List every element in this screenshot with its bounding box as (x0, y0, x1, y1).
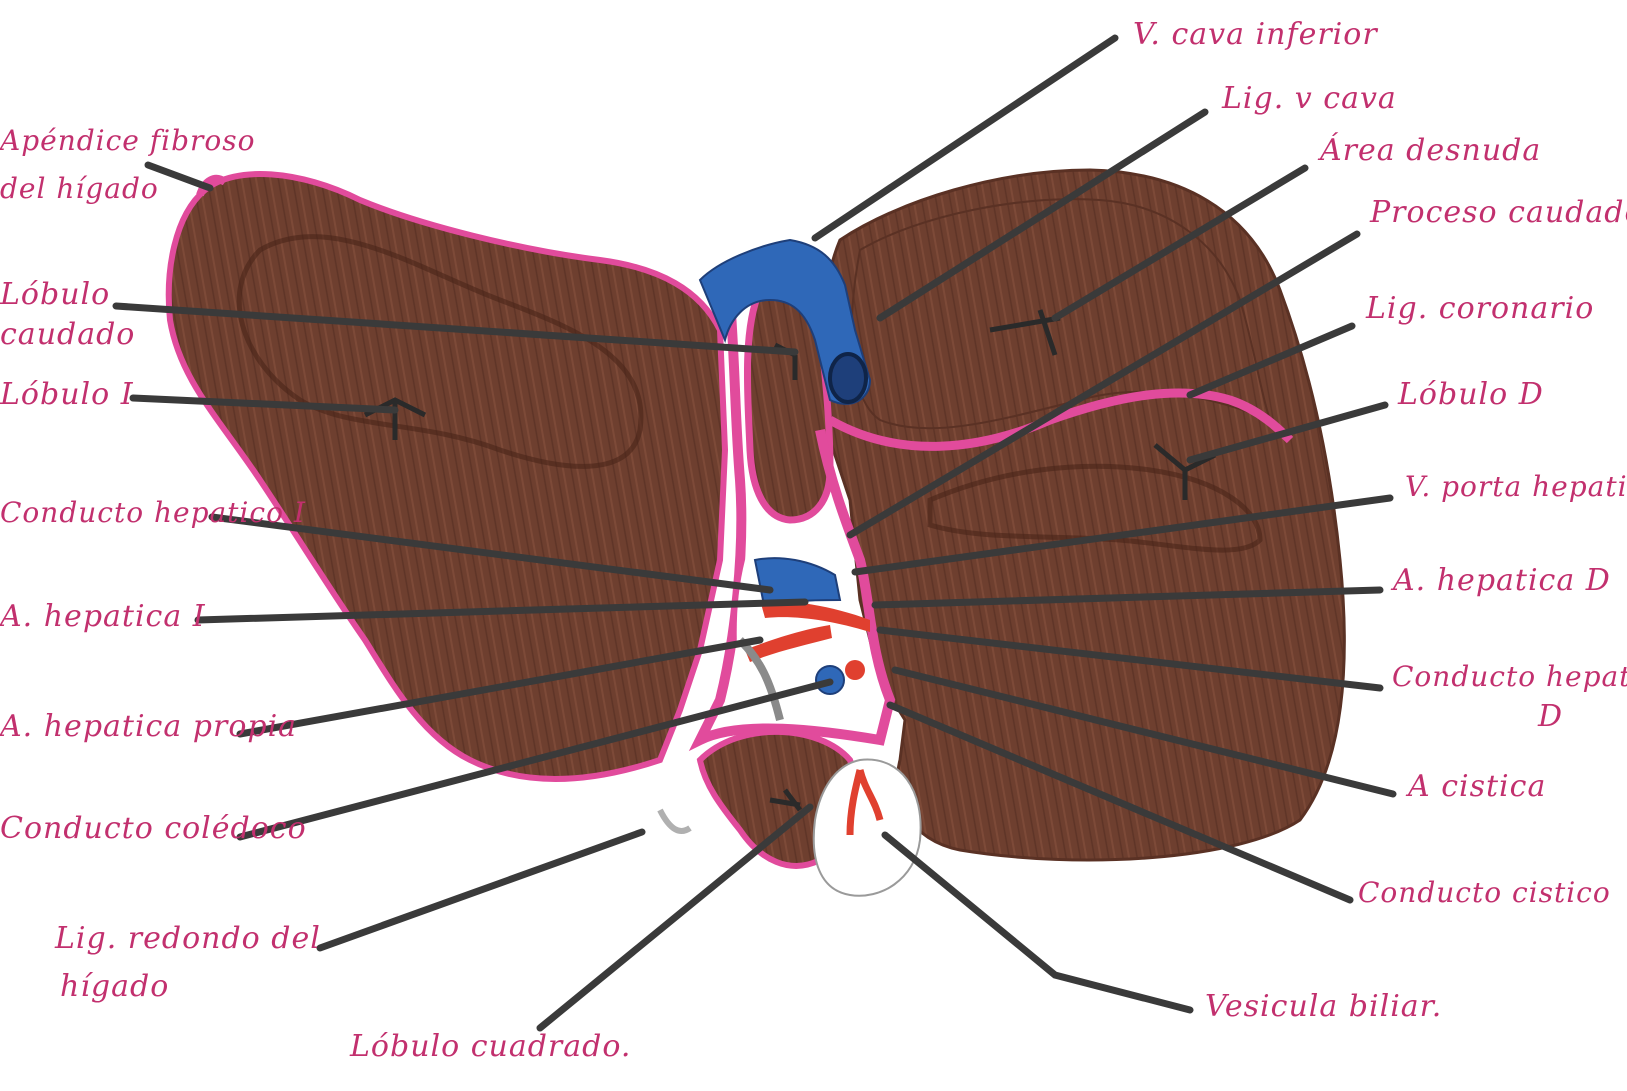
label-a-hepatica-i: A. hepatica I (0, 600, 206, 634)
label-lig-redondo-line1: Lig. redondo del (55, 922, 321, 956)
label-lobulo-d: Lóbulo D (1398, 378, 1544, 412)
label-proceso-caudado: Proceso caudado (1370, 196, 1627, 230)
label-conducto-hepatico-d: Conducto hepatico (1392, 660, 1627, 694)
ivc-opening (830, 354, 866, 402)
label-area-desnuda: Área desnuda (1320, 134, 1541, 168)
cystic-duct-node (845, 660, 865, 680)
label-apendice-fibroso-line2: del hígado (0, 172, 159, 206)
leader-lig-redondo (320, 832, 642, 948)
label-conducto-hepatico-d-line2: D (1538, 700, 1563, 734)
round-ligament (660, 810, 690, 831)
label-lobulo-caudado-line1: Lóbulo (0, 278, 110, 312)
label-a-hepatica-propia: A. hepatica propia (0, 710, 297, 744)
left-lobe (169, 174, 725, 779)
label-lobulo-caudado-line2: caudado (0, 318, 135, 352)
label-lig-redondo-line2: hígado (60, 970, 169, 1004)
label-a-hepatica-d: A. hepatica D (1393, 564, 1611, 598)
label-conducto-coledoco: Conducto colédoco (0, 812, 307, 846)
label-lig-coronario: Lig. coronario (1366, 292, 1594, 326)
gallbladder (814, 760, 921, 896)
label-vena-cava-inferior: V. cava inferior (1133, 18, 1378, 52)
label-v-porta-hepatica: V. porta hepatica (1405, 470, 1627, 504)
label-conducto-hepatico-i: Conducto hepatico I (0, 496, 306, 530)
label-lobulo-cuadrado: Lóbulo cuadrado. (350, 1030, 631, 1064)
label-lig-v-cava: Lig. v cava (1222, 82, 1397, 116)
label-apendice-fibroso-line1: Apéndice fibroso (0, 124, 256, 158)
label-conducto-cistico: Conducto cistico (1358, 876, 1611, 910)
label-vesicula-biliar: Vesicula biliar. (1205, 990, 1442, 1024)
leader-lobulo-cuadrado (540, 807, 810, 1028)
leader-vesicula (885, 835, 1190, 1010)
label-a-cistica: A cistica (1408, 770, 1546, 804)
label-lobulo-i: Lóbulo I (0, 378, 134, 412)
